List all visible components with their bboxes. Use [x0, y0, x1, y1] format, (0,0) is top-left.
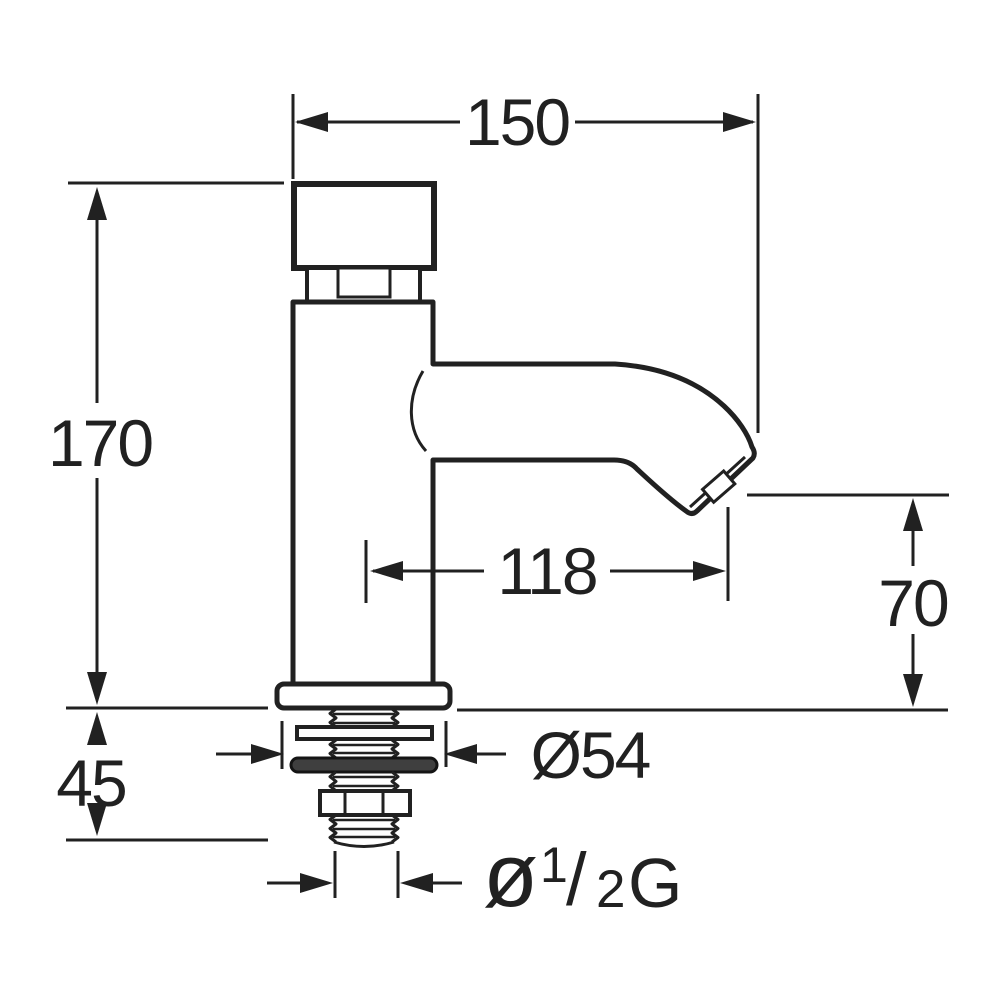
dim-thread-size: ø 1 / 2 G [267, 826, 682, 926]
dim-thread-label: ø 1 / 2 G [483, 826, 682, 926]
dim-54-label: Ø54 [531, 718, 650, 792]
arrow-right-icon [300, 873, 333, 893]
arrow-left-icon [444, 744, 477, 764]
thread-end-cap [333, 840, 395, 848]
arrow-left-icon [295, 112, 328, 132]
dim-spout-reach: 118 [364, 507, 730, 608]
dim-overall-width: 150 [291, 85, 760, 433]
arrow-left-icon [370, 561, 403, 581]
arrow-right-icon [251, 744, 284, 764]
thread-label-numerator: 1 [540, 837, 566, 893]
tap-body-and-spout [290, 299, 757, 688]
dim-shank-length: 45 [56, 712, 268, 842]
dim-150-label: 150 [465, 85, 569, 159]
backnut [318, 789, 412, 817]
dim-170-label: 170 [48, 406, 152, 480]
backnut-facets [343, 791, 385, 815]
thread-label-denominator: 2 [596, 860, 623, 919]
thread-section-4 [328, 813, 400, 848]
thread-section-1 [328, 707, 400, 729]
arrow-left-icon [400, 873, 433, 893]
thread-section-2 [328, 738, 400, 760]
tap-collar-inner [336, 266, 392, 299]
dim-overall-height: 170 [48, 181, 284, 710]
thread-label-diameter-symbol: ø [483, 826, 536, 926]
aerator-notch [700, 468, 737, 505]
gasket [289, 756, 439, 774]
dim-70-label: 70 [878, 566, 948, 640]
dim-base-diameter: Ø54 [216, 718, 652, 792]
spout-root-fillet [409, 370, 428, 453]
dim-45-label: 45 [56, 746, 125, 820]
thread-section-3 [328, 770, 400, 792]
arrow-right-icon [723, 112, 756, 132]
dim-118-label: 118 [497, 534, 596, 608]
thread-label-suffix: G [628, 844, 680, 922]
base-flange [274, 681, 453, 711]
arrow-down-icon [903, 674, 923, 707]
tap-head [291, 181, 437, 271]
arrow-up-icon [87, 712, 107, 745]
arrow-up-icon [87, 187, 107, 220]
arrow-down-icon [87, 672, 107, 705]
arrow-down-icon [87, 803, 107, 836]
thread-label-slash: / [566, 838, 587, 921]
dim-outlet-height: 70 [457, 493, 950, 712]
tap-outline [274, 181, 757, 848]
arrow-up-icon [903, 498, 923, 531]
arrow-right-icon [693, 561, 726, 581]
washer [295, 725, 434, 741]
